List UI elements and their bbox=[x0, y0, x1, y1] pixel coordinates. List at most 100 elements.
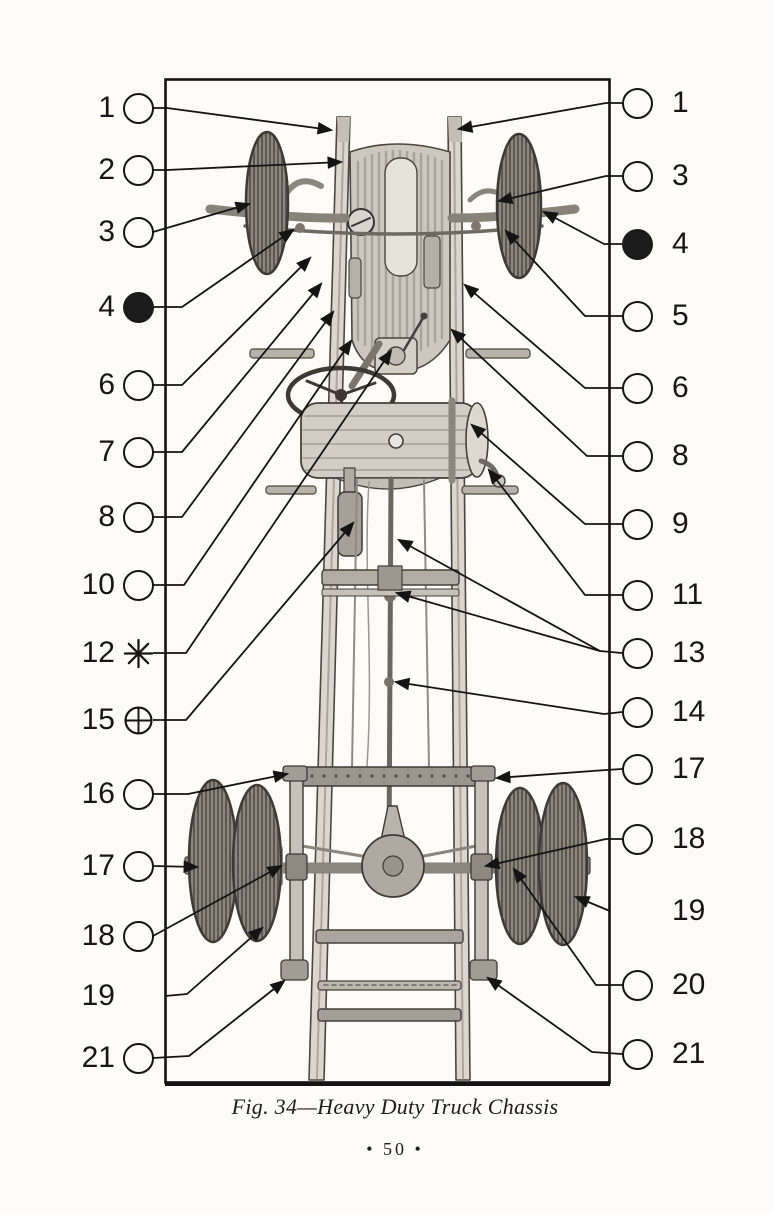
open-circle-marker bbox=[622, 440, 653, 472]
filled-circle-marker bbox=[123, 291, 154, 323]
callout-left-10: 10 bbox=[77, 569, 154, 601]
callout-number: 6 bbox=[98, 368, 115, 401]
callout-number: 10 bbox=[81, 568, 115, 601]
filled-circle-marker bbox=[622, 228, 653, 260]
callout-number: 19 bbox=[81, 979, 115, 1012]
callout-number: 19 bbox=[672, 894, 706, 927]
callout-left-2: 2 bbox=[77, 154, 154, 186]
callout-number: 9 bbox=[672, 507, 689, 540]
callout-left-18: 18 bbox=[77, 920, 154, 952]
callout-number: 18 bbox=[81, 919, 115, 952]
open-circle-marker bbox=[123, 1042, 154, 1074]
callout-right-3: 3 bbox=[622, 160, 689, 192]
callout-right-13: 13 bbox=[622, 637, 705, 669]
open-circle-marker bbox=[622, 160, 653, 192]
callout-right-1: 1 bbox=[622, 87, 689, 119]
callout-left-17: 17 bbox=[77, 850, 154, 882]
open-circle-marker bbox=[123, 436, 154, 468]
open-circle-marker bbox=[123, 850, 154, 882]
fuel-tank bbox=[300, 397, 506, 490]
callout-number: 21 bbox=[81, 1041, 115, 1074]
open-circle-marker bbox=[622, 579, 653, 611]
callout-number: 14 bbox=[672, 695, 706, 728]
front-wheel-left bbox=[244, 130, 290, 276]
open-circle-marker bbox=[622, 823, 653, 855]
cross-members bbox=[289, 565, 489, 1022]
callout-number: 1 bbox=[672, 86, 689, 119]
callout-right-21: 21 bbox=[622, 1038, 705, 1070]
open-circle-marker bbox=[123, 778, 154, 810]
open-circle-marker bbox=[123, 920, 154, 952]
callout-right-5: 5 bbox=[622, 300, 689, 332]
callout-right-20: 20 bbox=[622, 969, 705, 1001]
callout-left-3: 3 bbox=[77, 216, 154, 248]
crossed-circle-marker bbox=[123, 705, 154, 736]
callout-right-19: 19 bbox=[622, 895, 705, 927]
callout-left-19: 19 bbox=[77, 980, 154, 1012]
open-circle-marker bbox=[622, 1038, 653, 1070]
truck-chassis-drawing bbox=[184, 116, 591, 1081]
open-circle-marker bbox=[123, 92, 154, 124]
callout-right-6: 6 bbox=[622, 372, 689, 404]
callout-number: 4 bbox=[672, 227, 689, 260]
front-wheel-right bbox=[495, 132, 543, 280]
callout-number: 17 bbox=[672, 752, 706, 785]
callout-number: 20 bbox=[672, 968, 706, 1001]
open-circle-marker bbox=[622, 696, 653, 728]
callout-number: 1 bbox=[98, 91, 115, 124]
callout-left-15: 15 bbox=[77, 704, 154, 736]
callout-right-18: 18 bbox=[622, 823, 705, 855]
driveline bbox=[337, 467, 430, 855]
callout-number: 8 bbox=[98, 500, 115, 533]
callout-number: 11 bbox=[672, 578, 704, 611]
callout-left-1: 1 bbox=[77, 92, 154, 124]
callout-number: 5 bbox=[672, 299, 689, 332]
callout-left-4: 4 bbox=[77, 291, 154, 323]
callout-right-9: 9 bbox=[622, 508, 689, 540]
page-number: • 50 • bbox=[366, 1139, 424, 1159]
callout-number: 8 bbox=[672, 439, 689, 472]
callout-left-8: 8 bbox=[77, 501, 154, 533]
open-circle-marker bbox=[123, 569, 154, 601]
rear-springs bbox=[271, 765, 508, 981]
driveshaft bbox=[386, 476, 394, 855]
open-circle-marker bbox=[622, 87, 653, 119]
callout-right-8: 8 bbox=[622, 440, 689, 472]
open-circle-marker bbox=[123, 216, 154, 248]
parking-brake-drum bbox=[337, 491, 363, 557]
figure-caption: Fig. 34—Heavy Duty Truck Chassis bbox=[231, 1094, 559, 1119]
callout-left-16: 16 bbox=[77, 778, 154, 810]
callout-right-14: 14 bbox=[622, 696, 705, 728]
callout-number: 18 bbox=[672, 822, 706, 855]
figure-border bbox=[164, 78, 611, 1086]
open-circle-marker bbox=[622, 372, 653, 404]
callout-right-11: 11 bbox=[622, 579, 703, 611]
callout-right-4: 4 bbox=[622, 228, 689, 260]
rear-wheels bbox=[184, 778, 591, 947]
callout-number: 17 bbox=[81, 849, 115, 882]
callout-number: 16 bbox=[81, 777, 115, 810]
callout-number: 15 bbox=[81, 703, 115, 736]
callout-left-12: 12 bbox=[77, 637, 154, 669]
callout-left-6: 6 bbox=[77, 369, 154, 401]
open-circle-marker bbox=[622, 637, 653, 669]
callout-number: 3 bbox=[672, 159, 689, 192]
open-circle-marker bbox=[622, 508, 653, 540]
open-circle-marker bbox=[622, 753, 653, 785]
callout-left-7: 7 bbox=[77, 436, 154, 468]
callout-number: 13 bbox=[672, 636, 706, 669]
callout-number: 7 bbox=[98, 435, 115, 468]
callout-right-17: 17 bbox=[622, 753, 705, 785]
open-circle-marker bbox=[123, 154, 154, 186]
callout-number: 6 bbox=[672, 371, 689, 404]
callout-number: 3 bbox=[98, 215, 115, 248]
callout-number: 4 bbox=[98, 290, 115, 323]
open-circle-marker bbox=[123, 501, 154, 533]
open-circle-marker bbox=[123, 369, 154, 401]
open-circle-marker bbox=[622, 300, 653, 332]
callout-number: 12 bbox=[81, 636, 115, 669]
leader-lines bbox=[152, 102, 623, 1059]
callout-number: 2 bbox=[98, 153, 115, 186]
